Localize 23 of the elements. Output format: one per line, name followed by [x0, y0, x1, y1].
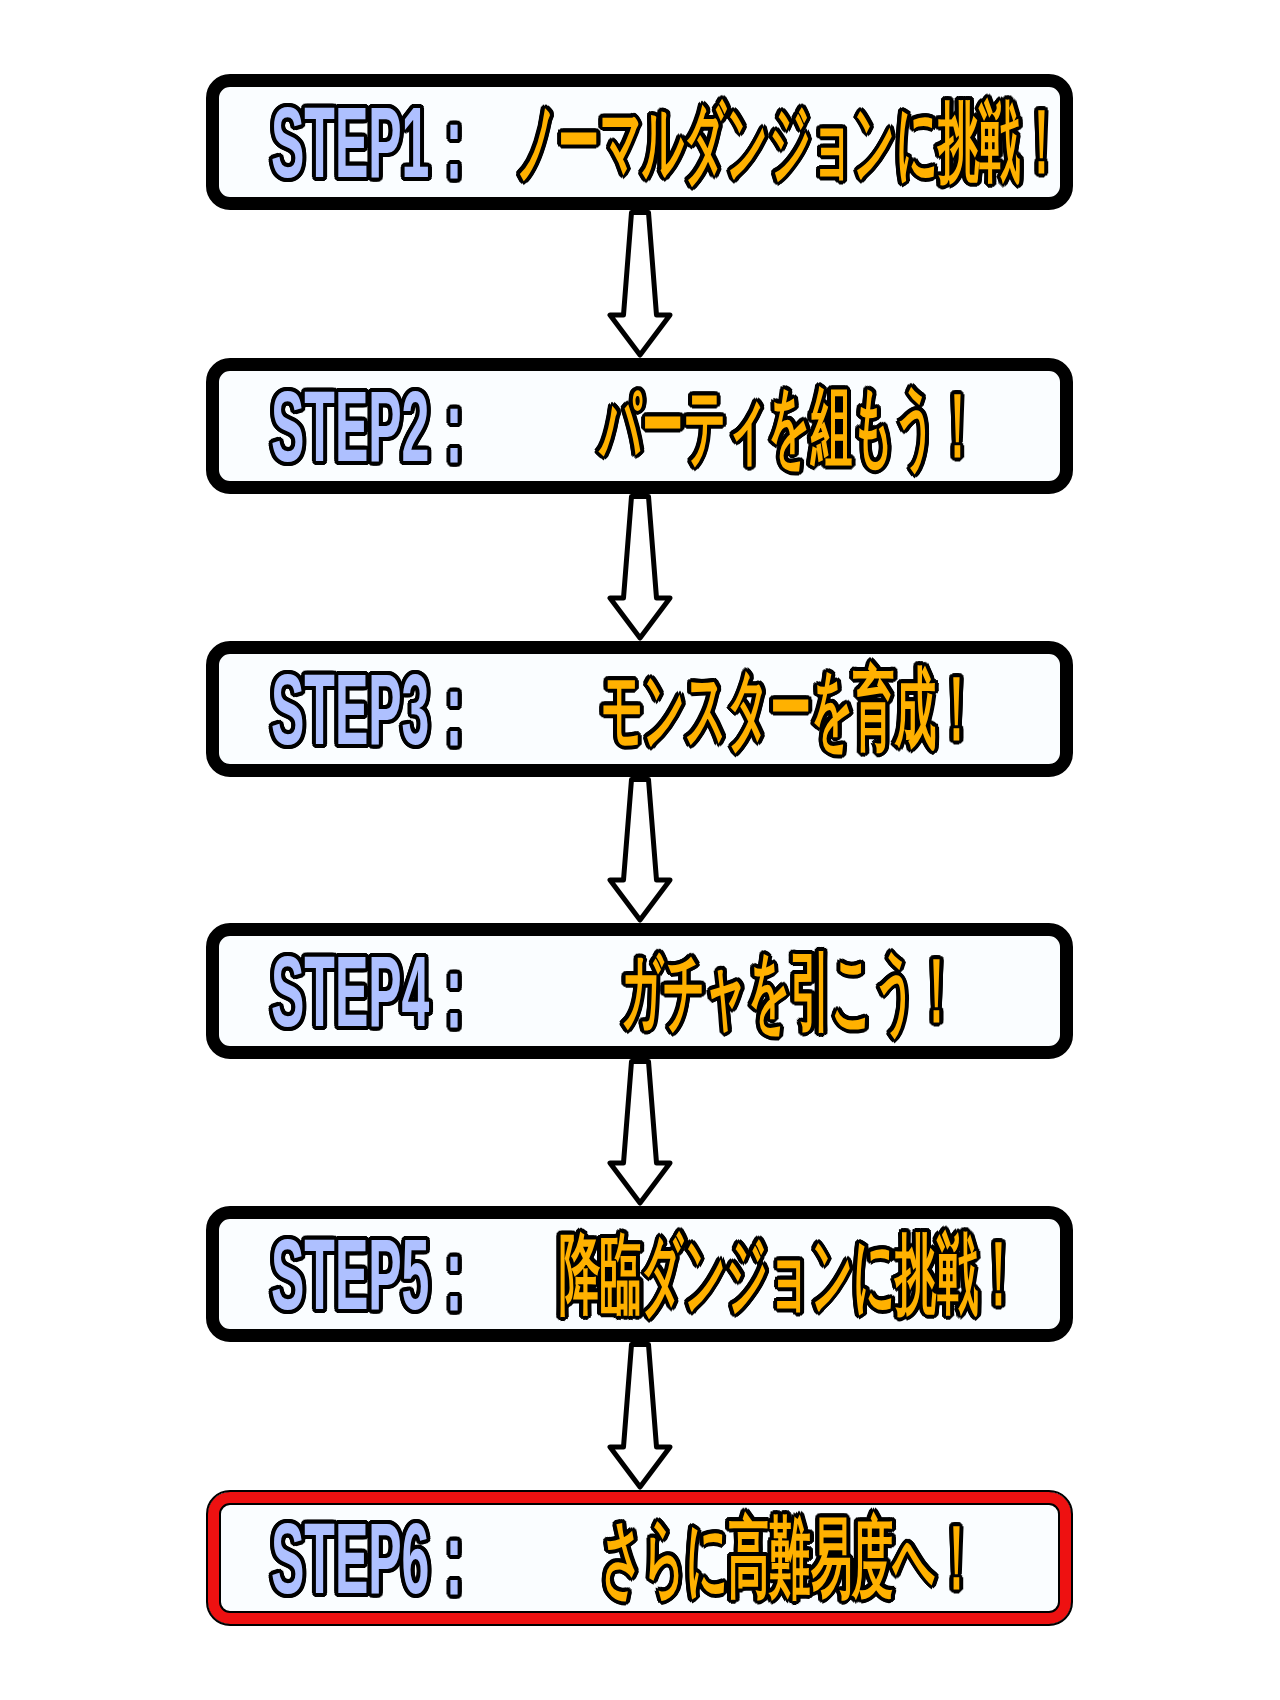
- arrow: [607, 494, 673, 641]
- step-label: STEP1：: [270, 85, 481, 200]
- arrow: [607, 210, 673, 358]
- arrow: [607, 1059, 673, 1206]
- step-box: [206, 641, 1073, 777]
- step-title: モンスターを育成！: [599, 658, 979, 760]
- step-label: STEP3：: [270, 652, 481, 767]
- step-box: [206, 358, 1073, 494]
- step-title: ノーマルダンジョンに挑戦！: [514, 91, 1064, 193]
- step-title: 降臨ダンジョンに挑戦！: [557, 1223, 1021, 1325]
- step-title: ガチャを引こう！: [619, 940, 959, 1042]
- step-label: STEP5：: [270, 1217, 481, 1332]
- step-box: [206, 1490, 1073, 1626]
- step-box: [206, 74, 1073, 210]
- arrow: [607, 1342, 673, 1490]
- step-label: STEP2：: [270, 369, 481, 484]
- step-box: [206, 1206, 1073, 1342]
- step-label: STEP4：: [270, 934, 481, 1049]
- step-title: パーティを組もう！: [597, 375, 979, 477]
- step-label: STEP6：: [270, 1501, 481, 1616]
- arrow: [607, 777, 673, 923]
- step-box: [206, 923, 1073, 1059]
- step-title: さらに高難易度へ！: [600, 1507, 978, 1609]
